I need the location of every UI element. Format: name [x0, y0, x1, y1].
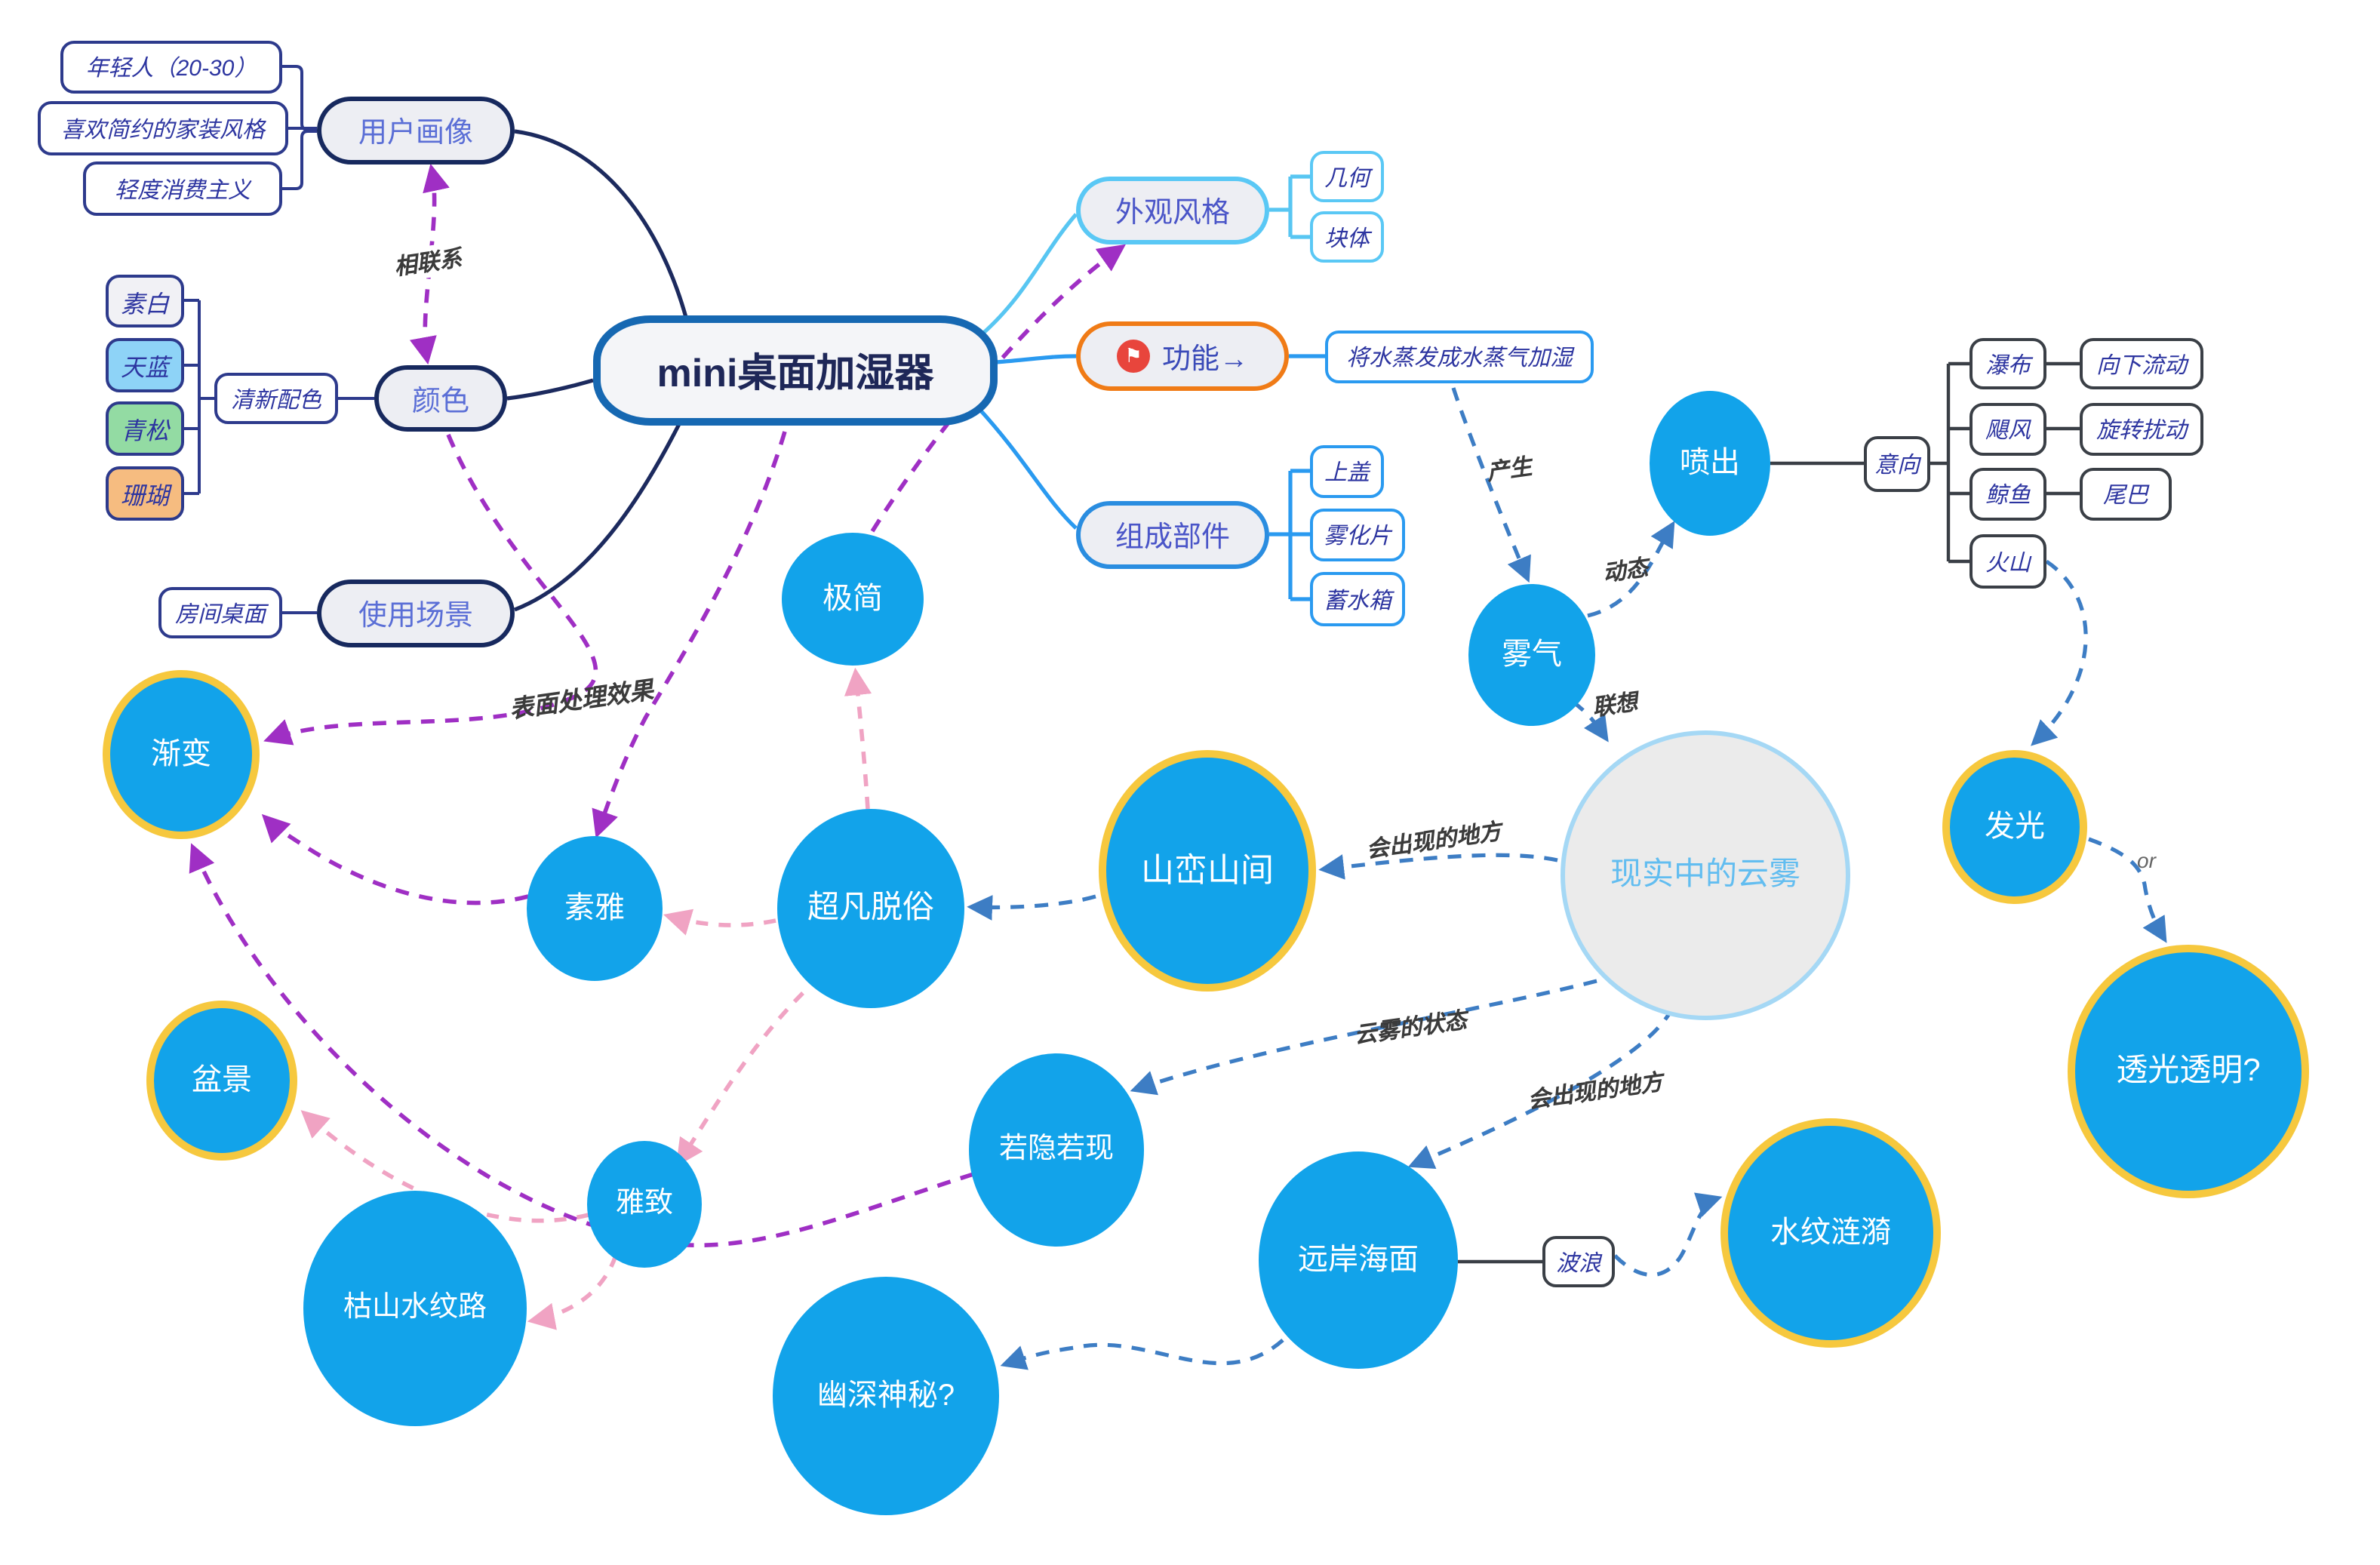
leaf-evaporate-water[interactable]: 将水蒸发成水蒸气加湿 [1325, 331, 1594, 383]
bubble-mist[interactable]: 雾气 [1468, 584, 1595, 726]
bubble-real-clouds[interactable]: 现实中的云雾 [1561, 730, 1850, 1020]
swatch-coral[interactable]: 珊瑚 [106, 466, 184, 521]
topic-function[interactable]: ⚑ 功能→ [1076, 321, 1289, 391]
bubble-minimalist[interactable]: 极简 [782, 533, 924, 666]
bubble-glow[interactable]: 发光 [1942, 750, 2087, 904]
leaf-young-people[interactable]: 年轻人（20-30） [60, 41, 282, 94]
leaf-room-desktop[interactable]: 房间桌面 [158, 587, 282, 638]
leaf-waterfall[interactable]: 瀑布 [1969, 338, 2046, 389]
leaf-top-cover[interactable]: 上盖 [1310, 445, 1384, 498]
topic-appearance-style[interactable]: 外观风格 [1076, 177, 1269, 244]
bubble-mountains[interactable]: 山峦山间 [1099, 750, 1316, 992]
leaf-volcano[interactable]: 火山 [1969, 534, 2046, 589]
swatch-sky-blue[interactable]: 天蓝 [106, 338, 184, 392]
leaf-minimal-home-style[interactable]: 喜欢简约的家装风格 [38, 101, 288, 155]
bubble-karesansui[interactable]: 枯山水纹路 [303, 1191, 527, 1426]
bubble-looming[interactable]: 若隐若现 [969, 1053, 1144, 1247]
flag-icon: ⚑ [1116, 340, 1150, 373]
topic-usage-scene[interactable]: 使用场景 [317, 580, 515, 647]
bubble-refined[interactable]: 雅致 [587, 1141, 702, 1268]
leaf-atomizer[interactable]: 雾化片 [1310, 509, 1405, 561]
leaf-tail[interactable]: 尾巴 [2080, 468, 2172, 521]
leaf-whale[interactable]: 鲸鱼 [1969, 468, 2046, 521]
bubble-deep-mystery[interactable]: 幽深神秘? [773, 1277, 999, 1515]
bubble-bonsai[interactable]: 盆景 [146, 1001, 297, 1161]
bubble-plain-elegant[interactable]: 素雅 [527, 836, 663, 981]
central-topic[interactable]: mini桌面加湿器 [593, 315, 998, 426]
leaf-geometry[interactable]: 几何 [1310, 151, 1384, 202]
bubble-extraordinary[interactable]: 超凡脱俗 [777, 809, 964, 1008]
leaf-spin-turbulence[interactable]: 旋转扰动 [2080, 403, 2203, 456]
leaf-flow-down[interactable]: 向下流动 [2080, 338, 2203, 389]
edge-label-association: 联想 [1591, 689, 1640, 721]
edge-label-dynamic: 动态 [1601, 555, 1650, 587]
bubble-gradient[interactable]: 渐变 [103, 670, 260, 839]
topic-function-label: 功能→ [1161, 343, 1248, 375]
leaf-hurricane[interactable]: 飓风 [1969, 403, 2046, 456]
leaf-water-tank[interactable]: 蓄水箱 [1310, 572, 1405, 626]
leaf-light-consumerism[interactable]: 轻度消费主义 [83, 161, 282, 216]
topic-user-profile[interactable]: 用户画像 [317, 97, 515, 164]
edge-label-or: or [2137, 848, 2156, 872]
leaf-fresh-palette[interactable]: 清新配色 [214, 373, 338, 424]
topic-components[interactable]: 组成部件 [1076, 501, 1269, 569]
bubble-spray-out[interactable]: 喷出 [1650, 391, 1770, 536]
swatch-plain-white[interactable]: 素白 [106, 275, 184, 327]
bubble-water-ripples[interactable]: 水纹涟漪 [1720, 1118, 1941, 1348]
leaf-block[interactable]: 块体 [1310, 211, 1384, 263]
bubble-offshore-sea[interactable]: 远岸海面 [1259, 1151, 1458, 1369]
leaf-wave[interactable]: 波浪 [1542, 1236, 1615, 1287]
edge-label-produce: 产生 [1485, 454, 1534, 486]
topic-intent[interactable]: 意向 [1864, 436, 1930, 492]
topic-color[interactable]: 颜色 [374, 365, 507, 432]
swatch-pine-green[interactable]: 青松 [106, 401, 184, 456]
bubble-translucent[interactable]: 透光透明? [2068, 945, 2309, 1198]
